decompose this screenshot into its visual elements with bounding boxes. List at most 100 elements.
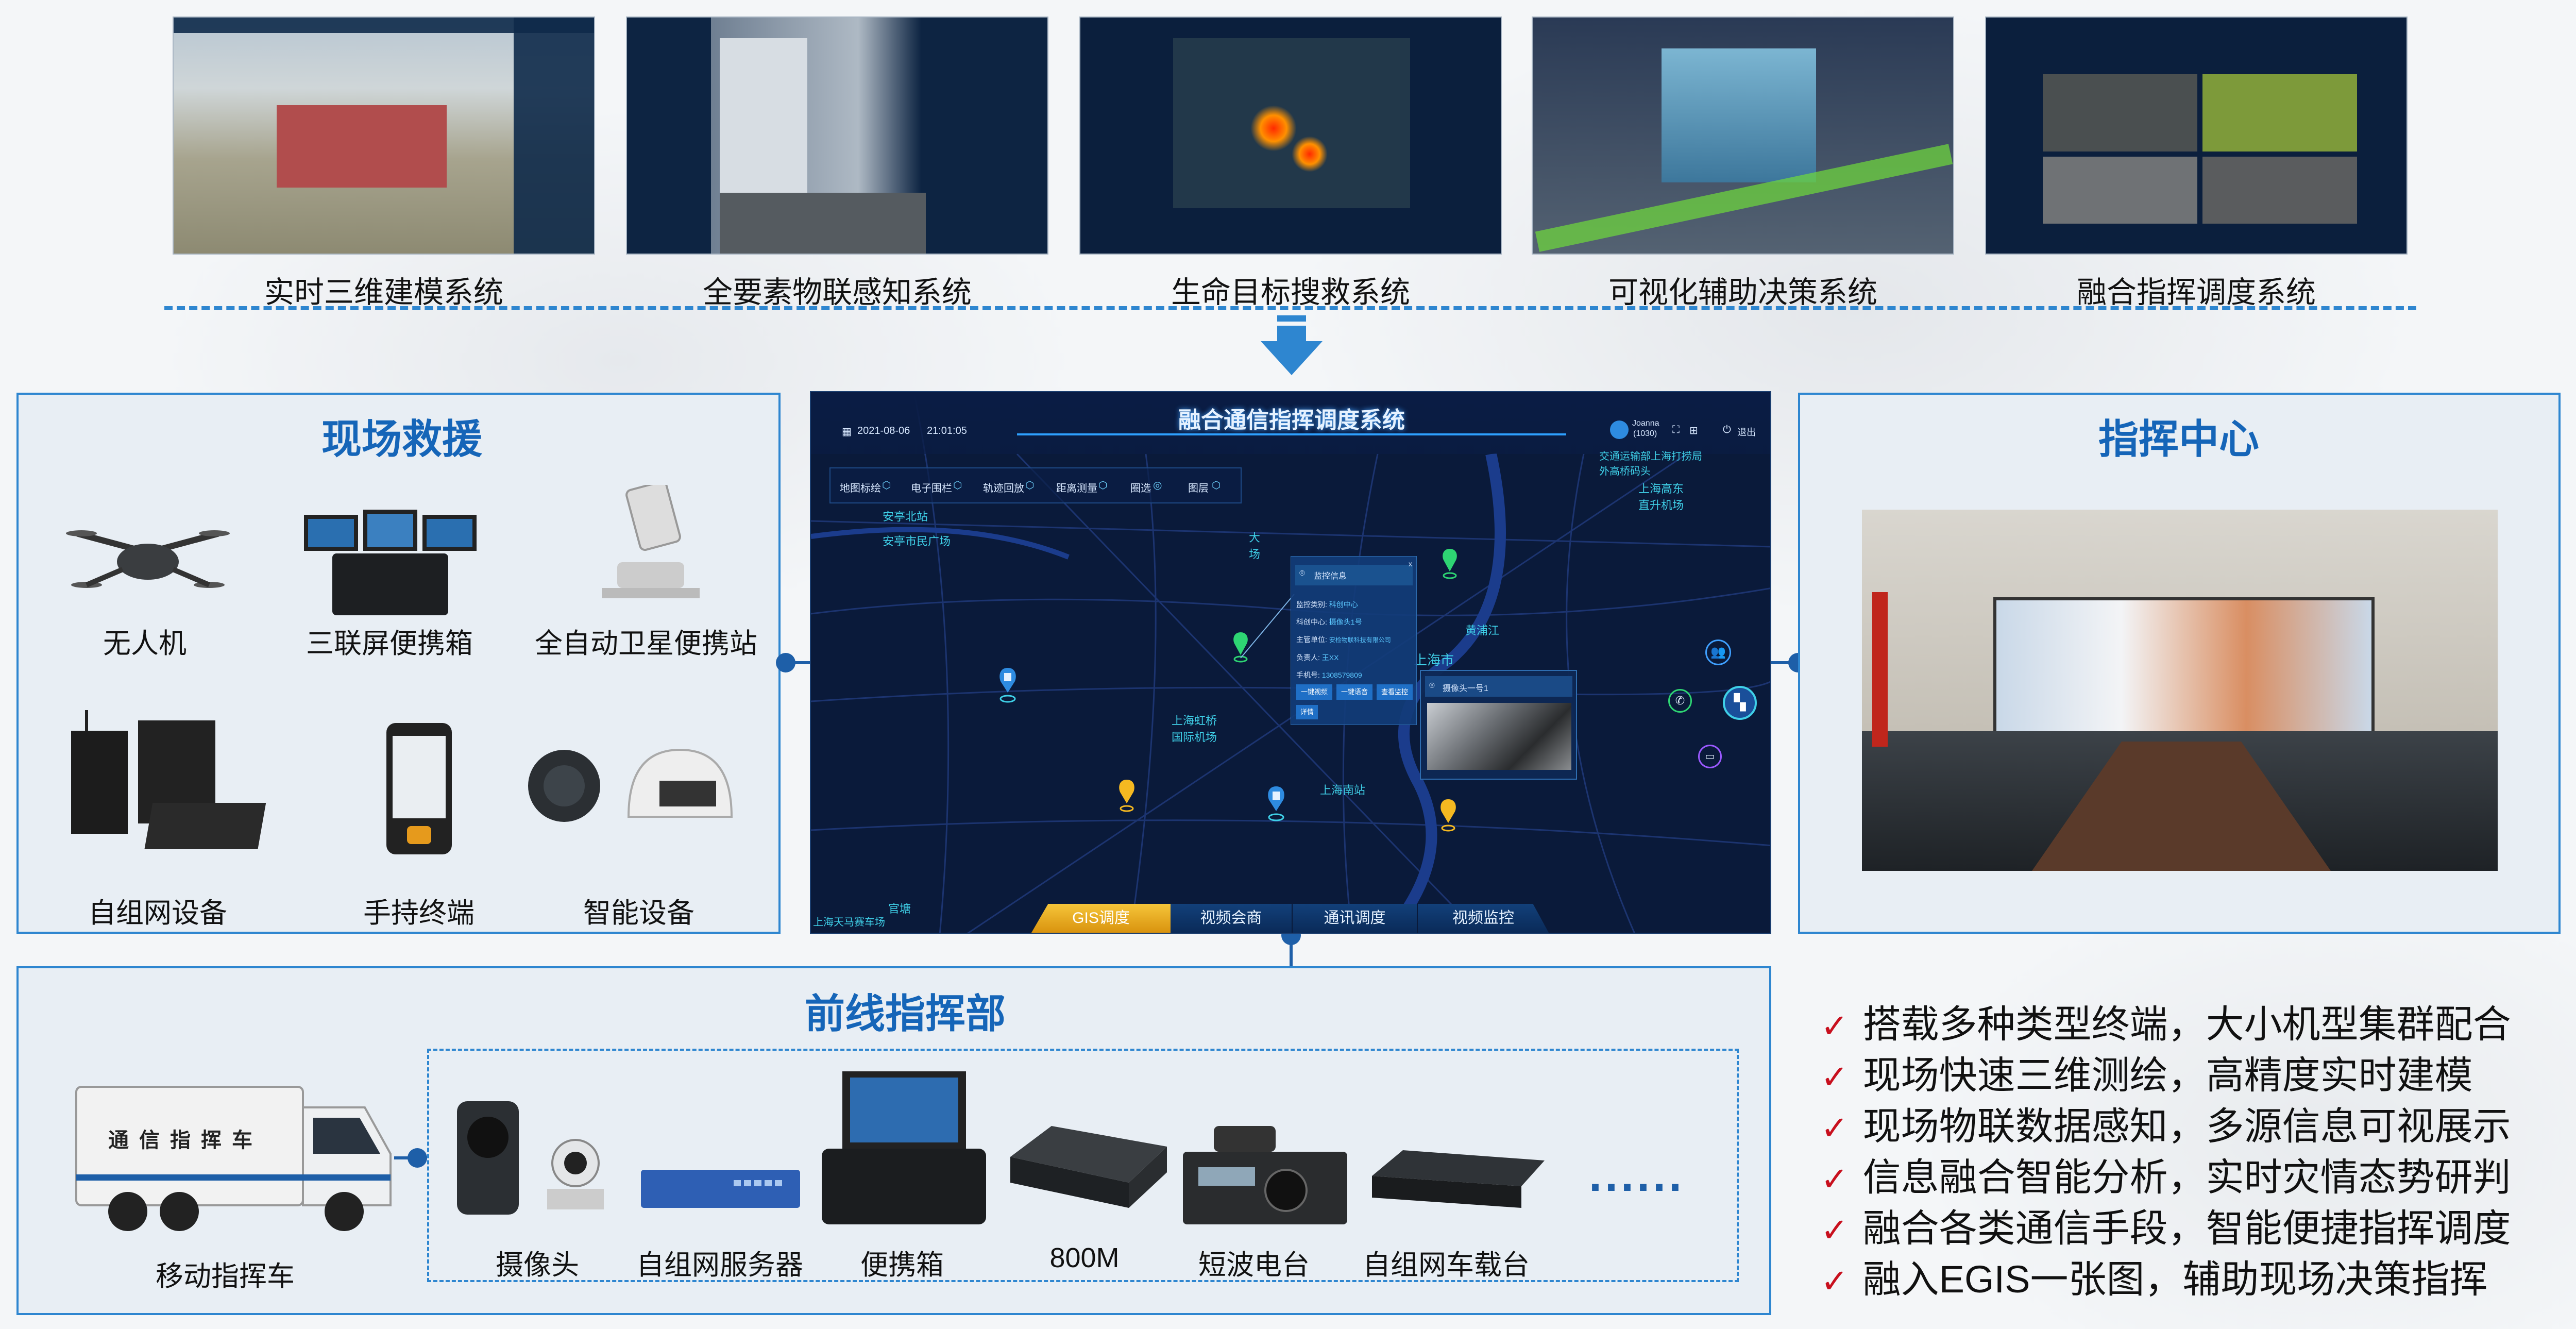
- details-button[interactable]: 详情: [1296, 705, 1318, 719]
- system-label: 实时三维建模系统: [264, 276, 503, 309]
- field-value: 科创中心: [1329, 600, 1358, 609]
- tab-bar-frame: [1007, 933, 1573, 934]
- group-call-button[interactable]: 👥: [1705, 640, 1731, 665]
- check-icon: ✓: [1821, 1058, 1849, 1096]
- camera-device-image: [457, 1101, 604, 1215]
- apps-menu-button[interactable]: ▚: [1723, 686, 1757, 720]
- map-label: 上海天马赛车场: [813, 917, 885, 928]
- one-click-video-button[interactable]: 一键视频: [1296, 684, 1332, 700]
- check-icon: ✓: [1821, 1109, 1849, 1147]
- track-icon[interactable]: ⬡: [1025, 480, 1035, 491]
- tab-gis-dispatch[interactable]: GIS调度: [1031, 904, 1171, 933]
- grid-icon[interactable]: ⊞: [1689, 425, 1698, 436]
- satellite-station-icon: [602, 485, 700, 598]
- title-frame: [1017, 433, 1566, 435]
- field-key: 科创中心:: [1296, 618, 1327, 626]
- feature-text: 现场物联数据感知，多源信息可视展示: [1862, 1105, 2511, 1148]
- power-icon[interactable]: ⏻: [1723, 424, 1731, 435]
- feature-item: ✓ 现场物联数据感知，多源信息可视展示: [1821, 1096, 2511, 1151]
- feature-text: 融合各类通信手段，智能便捷指挥调度: [1862, 1207, 2511, 1250]
- fullscreen-icon[interactable]: ⛶: [1672, 424, 1680, 435]
- smart-device-icon: [528, 748, 733, 822]
- yellow-location-marker[interactable]: [1118, 780, 1136, 813]
- device-label: 800M: [1049, 1242, 1120, 1273]
- message-button[interactable]: ▭: [1698, 745, 1722, 768]
- thumbnail-visual-decision: [1532, 16, 1954, 255]
- toolbar-circle-select[interactable]: 圈选: [1130, 483, 1151, 494]
- popup-leader-line: [1240, 594, 1295, 659]
- ruler-icon[interactable]: ⬡: [1098, 480, 1108, 491]
- map-toolbar: 地图标绘⬡ 电子围栏⬡ 轨迹回放⬡ 距离测量⬡ 圈选◎ 图层⬡: [829, 467, 1242, 503]
- field-key: 负责人:: [1296, 653, 1320, 662]
- feature-text: 融入EGIS一张图，辅助现场决策指挥: [1862, 1258, 2488, 1301]
- toolbar-map-plot[interactable]: 地图标绘: [840, 483, 881, 494]
- user-name: Joanna: [1632, 419, 1659, 428]
- feature-text: 搭载多种类型终端，大小机型集群配合: [1862, 1003, 2511, 1046]
- plot-icon[interactable]: ⬡: [882, 480, 891, 491]
- system-label: 可视化辅助决策系统: [1608, 276, 1877, 309]
- command-center-photo: [1862, 510, 2498, 871]
- date-text: 2021-08-06: [857, 425, 910, 436]
- building-marker[interactable]: [998, 668, 1017, 704]
- one-click-voice-button[interactable]: 一键语音: [1336, 684, 1372, 700]
- more-devices-ellipsis: ......: [1589, 1150, 1685, 1201]
- target-icon[interactable]: ◎: [1153, 480, 1162, 491]
- feature-item: ✓ 搭载多种类型终端，大小机型集群配合: [1821, 994, 2511, 1049]
- feature-text: 现场快速三维测绘，高精度实时建模: [1862, 1054, 2473, 1097]
- map-label: 交通运输部上海打捞局外高桥码头: [1599, 451, 1702, 477]
- front-devices-box: [427, 1049, 1739, 1282]
- avatar[interactable]: [1610, 420, 1629, 439]
- thumbnail-3d-modeling: [173, 16, 595, 255]
- thumbnail-life-search: [1079, 16, 1502, 255]
- camera-video-feed[interactable]: [1427, 703, 1571, 770]
- map-label: 上海南站: [1320, 784, 1366, 797]
- camera-popup-title: 摄像头一号1: [1443, 684, 1488, 693]
- close-icon[interactable]: x: [1409, 560, 1412, 568]
- field-value: 安检物联科技有限公司: [1329, 636, 1391, 644]
- yellow-location-marker[interactable]: [1439, 799, 1457, 832]
- location-pin-icon: ⌾: [1429, 680, 1435, 691]
- view-monitor-button[interactable]: 查看监控: [1377, 684, 1413, 700]
- server-device-image: [641, 1170, 800, 1208]
- toolbar-track-replay[interactable]: 轨迹回放: [983, 483, 1024, 494]
- triple-screen-case-icon: [304, 510, 477, 615]
- connector-dot: [408, 1148, 427, 1168]
- toolbar-layers[interactable]: 图层: [1188, 483, 1209, 494]
- device-label: 手持终端: [363, 898, 474, 929]
- device-label: 便携箱: [860, 1250, 944, 1281]
- device-label: 短波电台: [1198, 1250, 1310, 1281]
- tab-video-conference[interactable]: 视频会商: [1171, 904, 1292, 933]
- connector-dot: [776, 653, 795, 672]
- field-value: 1308579809: [1321, 671, 1362, 679]
- phone-button[interactable]: ✆: [1668, 689, 1692, 713]
- system-label: 全要素物联感知系统: [702, 276, 972, 309]
- feature-text: 信息融合智能分析，实时灾情态势研判: [1862, 1156, 2511, 1199]
- tab-comm-dispatch[interactable]: 通讯调度: [1293, 904, 1417, 933]
- green-location-marker[interactable]: [1232, 632, 1249, 663]
- device-label: 三联屏便携箱: [306, 628, 473, 659]
- device-label: 自组网设备: [88, 898, 227, 929]
- green-location-marker[interactable]: [1442, 549, 1458, 580]
- map-label: 上海虹桥国际机场: [1172, 714, 1217, 744]
- device-label: 全自动卫星便携站: [535, 628, 757, 659]
- device-label: 摄像头: [496, 1250, 579, 1281]
- down-arrow-icon: [1261, 315, 1323, 375]
- dispatch-app-window: 融合通信指挥调度系统 ▦ 2021-08-06 21:01:05 Joanna …: [810, 391, 1771, 934]
- map-label: 上海市: [1414, 652, 1454, 668]
- check-icon: ✓: [1821, 1007, 1849, 1045]
- device-label: 智能设备: [583, 898, 694, 929]
- check-icon: ✓: [1821, 1212, 1849, 1249]
- mesh-network-device-icon: [71, 710, 266, 849]
- flag-icon[interactable]: ⬡: [953, 480, 962, 491]
- layers-icon[interactable]: ⬡: [1212, 480, 1221, 491]
- feature-item: ✓ 融合各类通信手段，智能便捷指挥调度: [1821, 1198, 2511, 1253]
- tab-video-monitor[interactable]: 视频监控: [1418, 904, 1549, 933]
- check-icon: ✓: [1821, 1263, 1849, 1300]
- field-key: 手机号:: [1296, 671, 1320, 679]
- app-title: 融合通信指挥调度系统: [1178, 408, 1405, 433]
- handheld-terminal-icon: [386, 723, 452, 854]
- toolbar-distance[interactable]: 距离测量: [1056, 483, 1097, 494]
- building-marker[interactable]: [1267, 786, 1285, 822]
- toolbar-geofence[interactable]: 电子围栏: [911, 483, 952, 494]
- logout-button[interactable]: 退出: [1737, 427, 1756, 438]
